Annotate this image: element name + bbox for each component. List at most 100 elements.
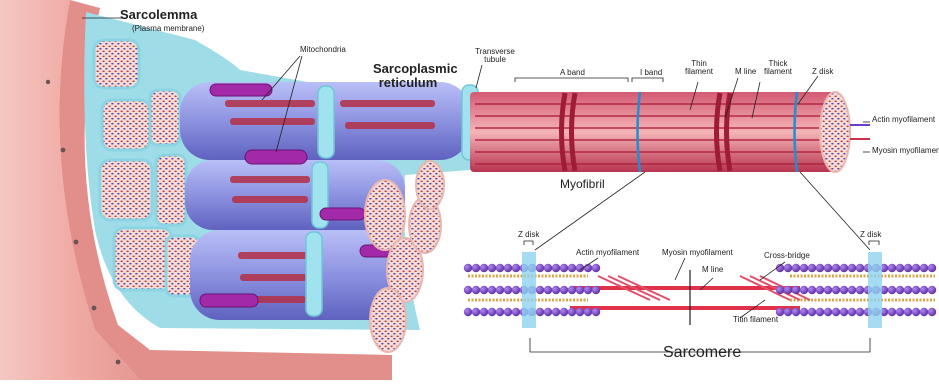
actin-bead	[848, 308, 856, 316]
actin-bead	[544, 264, 552, 272]
actin-bead	[832, 264, 840, 272]
transverse-line2: tubule	[470, 56, 520, 64]
actin-bead	[544, 308, 552, 316]
actin-bead	[792, 308, 800, 316]
actin-bead	[808, 264, 816, 272]
actin-bead	[896, 308, 904, 316]
actin-bead	[464, 264, 472, 272]
actin-bead	[488, 286, 496, 294]
actin-bead	[928, 264, 936, 272]
z-disk-right-label: Z disk	[860, 231, 881, 239]
actin-bead	[840, 286, 848, 294]
m-line-bottom-label: M line	[702, 266, 723, 274]
actin-bead	[568, 264, 576, 272]
myofibril-label: Myofibril	[560, 178, 605, 191]
actin-bead	[896, 286, 904, 294]
actin-bead	[816, 308, 824, 316]
actin-bead	[928, 286, 936, 294]
actin-bead	[560, 286, 568, 294]
actin-bead	[888, 286, 896, 294]
myosin-myofilament-right-label: Myosin myofilament	[872, 147, 939, 155]
actin-bead	[848, 286, 856, 294]
actin-bead	[904, 264, 912, 272]
actin-bead	[808, 308, 816, 316]
myofibril-bundles	[180, 82, 478, 352]
actin-myofilament-bottom-label: Actin myofilament	[576, 249, 639, 257]
cross-bridge-label: Cross-bridge	[764, 252, 810, 260]
actin-bead	[536, 286, 544, 294]
actin-bead	[816, 264, 824, 272]
sarcolemma-label: Sarcolemma	[120, 8, 197, 22]
actin-bead	[464, 286, 472, 294]
actin-bead	[784, 308, 792, 316]
actin-bead	[472, 286, 480, 294]
actin-bead	[912, 286, 920, 294]
thin-filament-line2: filament	[683, 68, 715, 76]
actin-bead	[512, 286, 520, 294]
actin-bead	[904, 286, 912, 294]
actin-bead	[592, 308, 600, 316]
actin-bead	[472, 264, 480, 272]
transverse-tubule-label: Transverse tubule	[470, 48, 520, 65]
actin-bead	[552, 308, 560, 316]
sarcoplasmic-reticulum-label: Sarcoplasmic reticulum	[373, 62, 443, 89]
a-band-label: A band	[560, 69, 585, 77]
actin-bead	[920, 308, 928, 316]
actin-bead	[512, 308, 520, 316]
actin-bead	[480, 264, 488, 272]
actin-bead	[568, 286, 576, 294]
actin-bead	[480, 286, 488, 294]
actin-bead	[784, 264, 792, 272]
actin-bead	[584, 308, 592, 316]
actin-bead	[888, 308, 896, 316]
actin-bead	[824, 308, 832, 316]
actin-bead	[512, 264, 520, 272]
mitochondria-label: Mitochondria	[300, 46, 346, 54]
actin-bead	[504, 264, 512, 272]
myosin-myofilament-bottom-label: Myosin myofilament	[662, 249, 733, 257]
titin-filament-label: Titin filament	[733, 316, 778, 324]
actin-bead	[896, 264, 904, 272]
actin-bead	[856, 308, 864, 316]
z-disk-left-label: Z disk	[518, 231, 539, 239]
actin-bead	[536, 264, 544, 272]
actin-bead	[904, 308, 912, 316]
actin-bead	[552, 264, 560, 272]
actin-bead	[472, 308, 480, 316]
actin-bead	[504, 308, 512, 316]
sarcomere-label: Sarcomere	[663, 345, 741, 362]
actin-bead	[920, 264, 928, 272]
actin-bead	[496, 308, 504, 316]
actin-bead	[800, 308, 808, 316]
thin-filament-label: Thin filament	[683, 60, 715, 77]
thick-filament-label: Thick filament	[760, 60, 796, 77]
actin-bead	[848, 264, 856, 272]
actin-bead	[912, 264, 920, 272]
actin-bead	[568, 308, 576, 316]
i-band-label: I band	[640, 69, 662, 77]
actin-bead	[856, 264, 864, 272]
actin-bead	[800, 264, 808, 272]
actin-bead	[776, 286, 784, 294]
actin-bead	[584, 286, 592, 294]
actin-bead	[856, 286, 864, 294]
extended-myofibril	[470, 92, 870, 172]
actin-bead	[592, 264, 600, 272]
actin-bead	[800, 286, 808, 294]
actin-myofilament-right-label: Actin myofilament	[872, 116, 935, 124]
actin-bead	[792, 286, 800, 294]
actin-bead	[840, 308, 848, 316]
actin-bead	[816, 286, 824, 294]
actin-bead	[560, 264, 568, 272]
actin-bead	[544, 286, 552, 294]
actin-bead	[784, 286, 792, 294]
m-line-top-label: M line	[735, 68, 756, 76]
actin-bead	[560, 308, 568, 316]
actin-bead	[928, 308, 936, 316]
actin-bead	[488, 308, 496, 316]
sarcoplasmic-line2: reticulum	[373, 76, 443, 90]
actin-bead	[920, 286, 928, 294]
actin-bead	[824, 286, 832, 294]
actin-bead	[504, 286, 512, 294]
